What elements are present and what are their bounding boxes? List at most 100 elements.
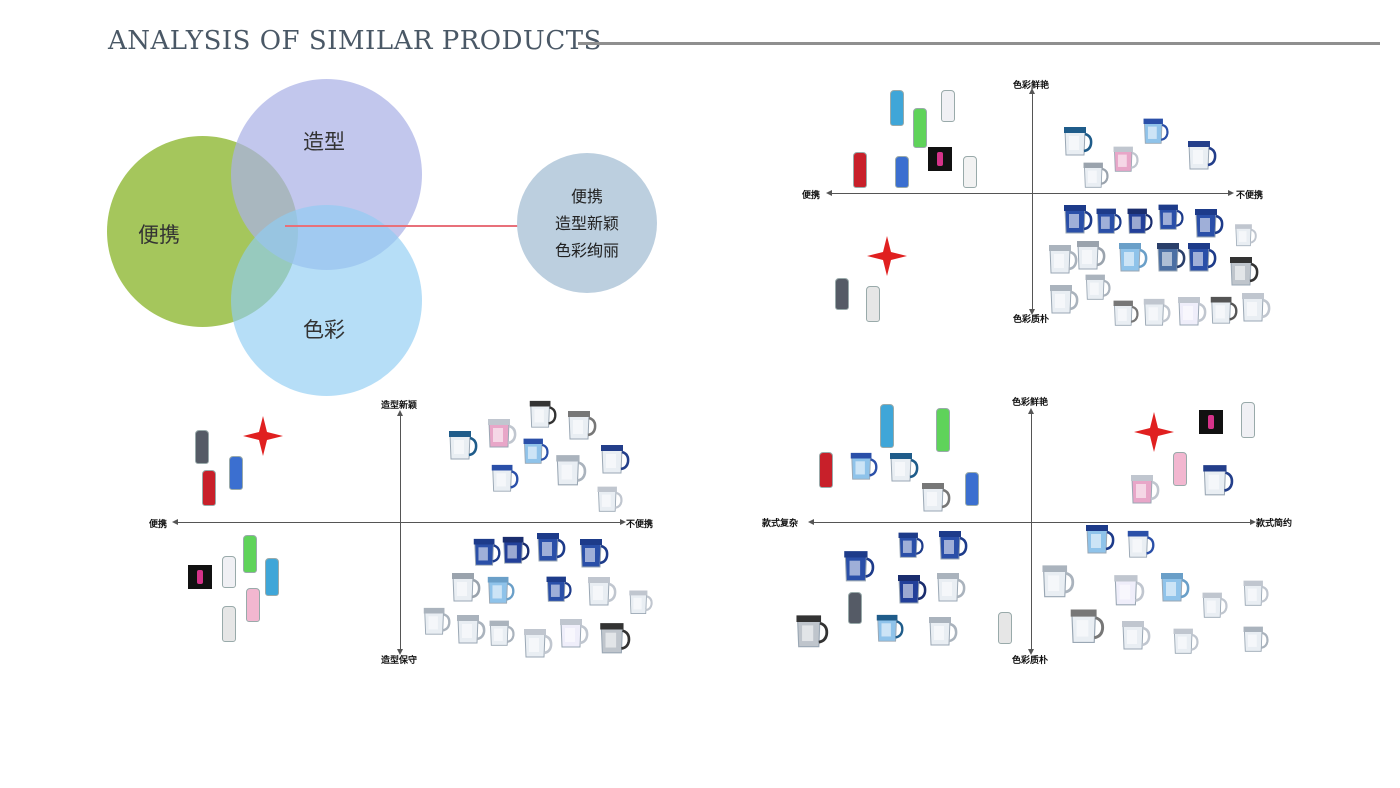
axis-arrow-right (1228, 190, 1234, 196)
water-pitcher-image (1064, 127, 1093, 156)
water-pitcher-image (487, 576, 515, 604)
water-pitcher-image (1161, 573, 1190, 602)
axis-label-bottom: 造型保守 (381, 656, 418, 666)
venn-label-shape: 造型 (303, 130, 345, 154)
axis-label-right: 款式简约 (1256, 519, 1293, 529)
axis-label-top: 色彩鲜艳 (1012, 398, 1049, 408)
venn-circle-color (231, 205, 422, 396)
water-pitcher-image (489, 620, 515, 646)
axis-label-top: 造型新颖 (381, 401, 418, 411)
product-thumbnail-image (188, 565, 212, 589)
water-pitcher-image (850, 452, 878, 480)
water-bottle-image (265, 558, 279, 596)
water-pitcher-image (568, 411, 597, 440)
water-pitcher-image (1077, 241, 1106, 270)
water-pitcher-image (1096, 208, 1122, 234)
water-pitcher-image (1113, 300, 1139, 326)
water-pitcher-image (1085, 274, 1111, 300)
water-pitcher-image (796, 615, 829, 648)
result-line-3: 色彩绚丽 (554, 240, 619, 260)
axis-arrow-down (1029, 309, 1035, 315)
axis-arrow-down (397, 649, 403, 655)
product-thumbnail-image (928, 147, 952, 171)
axis-label-bottom: 色彩质朴 (1012, 656, 1049, 666)
water-bottle-image (913, 108, 927, 148)
water-pitcher-image (556, 455, 587, 486)
water-pitcher-image (1119, 243, 1148, 272)
venn-label-color: 色彩 (303, 318, 345, 342)
water-pitcher-image (1050, 285, 1079, 314)
water-pitcher-image (1178, 297, 1207, 326)
axis-arrow-up (1028, 408, 1034, 414)
axis-arrow-right (620, 519, 626, 525)
axis-vertical (400, 414, 401, 650)
water-pitcher-image (922, 483, 951, 512)
axis-horizontal (812, 522, 1252, 523)
water-bottle-image (229, 456, 243, 490)
water-pitcher-image (898, 532, 924, 558)
water-bottle-image (819, 452, 833, 488)
water-pitcher-image (1143, 298, 1171, 326)
water-pitcher-image (929, 617, 958, 646)
water-pitcher-image (546, 576, 572, 602)
water-pitcher-image (1049, 245, 1078, 274)
water-pitcher-image (629, 590, 653, 614)
water-pitcher-image (1210, 296, 1238, 324)
water-bottle-image (243, 535, 257, 573)
axis-label-right: 不便携 (626, 520, 654, 530)
star-marker-icon (867, 236, 907, 276)
water-pitcher-image (1188, 141, 1217, 170)
axis-vertical (1032, 92, 1033, 310)
axis-arrow-left (172, 519, 178, 525)
water-pitcher-image (488, 419, 517, 448)
axis-arrow-down (1028, 649, 1034, 655)
axis-horizontal (830, 193, 1230, 194)
axis-label-right: 不便携 (1236, 191, 1264, 201)
water-pitcher-image (601, 445, 630, 474)
water-bottle-image (1173, 452, 1187, 486)
water-bottle-image (853, 152, 867, 188)
water-bottle-image (880, 404, 894, 448)
axis-arrow-up (397, 410, 403, 416)
connector-line (285, 225, 520, 227)
water-pitcher-image (449, 431, 478, 460)
water-bottle-image (963, 156, 977, 188)
water-pitcher-image (1230, 257, 1259, 286)
water-pitcher-image (580, 539, 609, 568)
axis-label-left: 便携 (149, 520, 168, 530)
water-pitcher-image (1242, 293, 1271, 322)
axis-arrow-up (1029, 88, 1035, 94)
water-pitcher-image (524, 629, 553, 658)
water-bottle-image (195, 430, 209, 464)
water-pitcher-image (1235, 224, 1257, 247)
water-pitcher-image (473, 538, 501, 566)
water-pitcher-image (1158, 204, 1184, 230)
water-pitcher-image (1188, 243, 1217, 272)
water-pitcher-image (600, 623, 631, 654)
water-pitcher-image (1203, 465, 1234, 496)
water-pitcher-image (1143, 118, 1169, 144)
venn-label-portable: 便携 (138, 223, 180, 247)
water-pitcher-image (844, 551, 875, 582)
water-bottle-image (866, 286, 880, 322)
result-line-1: 便携 (570, 186, 603, 206)
star-marker-icon (243, 416, 283, 456)
water-pitcher-image (939, 531, 968, 560)
water-bottle-image (965, 472, 979, 506)
water-pitcher-image (1114, 575, 1145, 606)
water-pitcher-image (491, 464, 519, 492)
water-pitcher-image (1127, 208, 1153, 234)
water-pitcher-image (937, 573, 966, 602)
water-pitcher-image (457, 615, 486, 644)
water-pitcher-image (588, 577, 617, 606)
axis-horizontal (176, 522, 622, 523)
water-pitcher-image (1086, 525, 1115, 554)
page-title: ANALYSIS OF SIMILAR PRODUCTS (108, 26, 602, 56)
water-pitcher-image (1243, 626, 1269, 652)
axis-label-left: 款式复杂 (762, 519, 799, 529)
water-pitcher-image (502, 536, 530, 564)
water-bottle-image (222, 606, 236, 642)
water-bottle-image (936, 408, 950, 452)
water-bottle-image (1241, 402, 1255, 438)
water-pitcher-image (890, 453, 919, 482)
